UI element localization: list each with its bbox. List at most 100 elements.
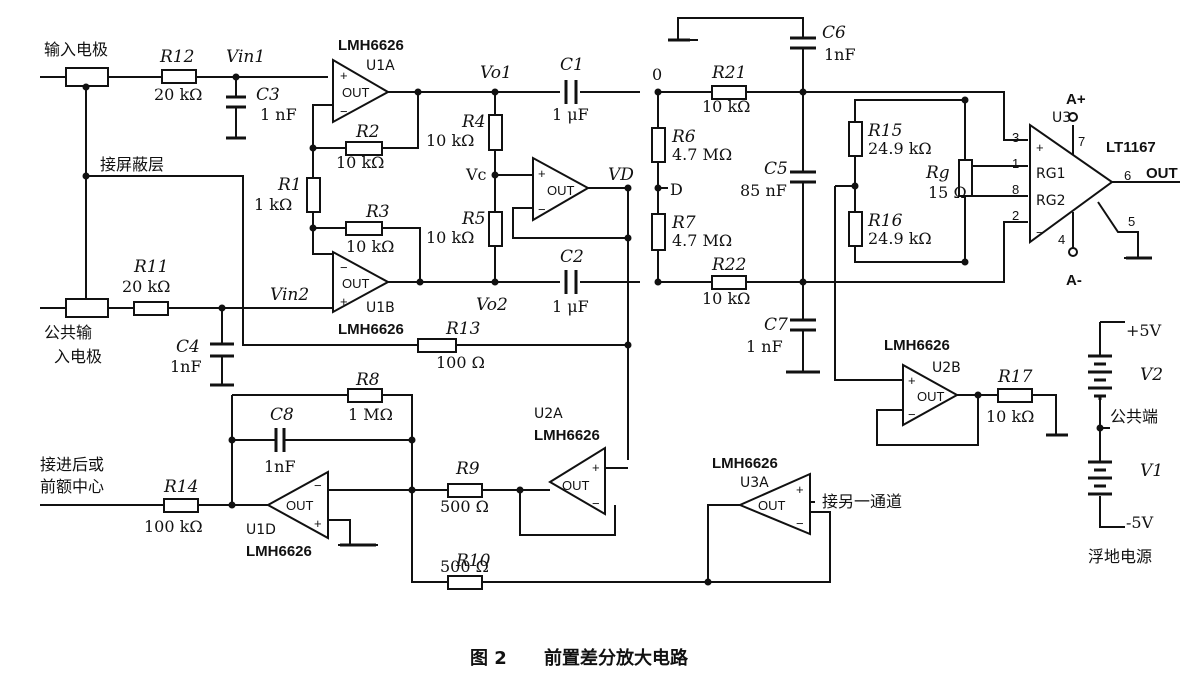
svg-text:−: − bbox=[592, 496, 600, 511]
svg-text:R11: R11 bbox=[133, 257, 168, 277]
svg-text:接另一通道: 接另一通道 bbox=[822, 492, 902, 511]
svg-text:−: − bbox=[314, 478, 322, 493]
svg-text:OUT: OUT bbox=[547, 183, 575, 198]
resistor-r2 bbox=[345, 141, 383, 156]
resistor-r21 bbox=[711, 85, 747, 100]
resistor-r12 bbox=[161, 69, 197, 84]
svg-text:1 nF: 1 nF bbox=[746, 337, 783, 356]
svg-text:U1B: U1B bbox=[366, 300, 395, 316]
pin-numbers: 3 1 8 2 7 4 6 5 bbox=[1012, 130, 1135, 247]
svg-text:−: − bbox=[908, 407, 916, 422]
svg-text:4: 4 bbox=[1058, 232, 1065, 247]
svg-text:A+: A+ bbox=[1066, 91, 1086, 108]
svg-text:OUT: OUT bbox=[286, 498, 314, 513]
svg-text:公共输: 公共输 bbox=[44, 323, 92, 342]
resistor-r1 bbox=[306, 177, 321, 213]
svg-text:接屏蔽层: 接屏蔽层 bbox=[100, 155, 164, 174]
svg-text:Vo1: Vo1 bbox=[480, 63, 512, 83]
svg-text:R1: R1 bbox=[277, 175, 302, 195]
svg-text:前置差分放大电路: 前置差分放大电路 bbox=[544, 647, 689, 669]
opamp-u1b bbox=[332, 250, 391, 314]
svg-text:Vin2: Vin2 bbox=[270, 285, 309, 305]
svg-text:1 nF: 1 nF bbox=[260, 105, 297, 124]
capacitor-c8 bbox=[274, 428, 286, 452]
svg-text:R12: R12 bbox=[159, 47, 194, 67]
svg-text:4.7 MΩ: 4.7 MΩ bbox=[672, 145, 732, 164]
resistor-r5 bbox=[488, 211, 503, 247]
svg-text:0: 0 bbox=[652, 65, 662, 84]
resistor-r16 bbox=[848, 211, 863, 247]
svg-text:R4: R4 bbox=[461, 112, 486, 132]
svg-text:10 kΩ: 10 kΩ bbox=[426, 228, 474, 247]
resistor-r11 bbox=[133, 301, 169, 316]
ground-symbols bbox=[210, 38, 1152, 547]
opamp-vd-buffer bbox=[532, 156, 591, 222]
svg-text:24.9 kΩ: 24.9 kΩ bbox=[868, 229, 932, 248]
svg-text:5: 5 bbox=[1128, 214, 1135, 229]
net-labels: Vin1 Vin2 Vo1 Vo2 Vc VD 0 D A+ A- bbox=[226, 47, 1086, 315]
svg-text:R17: R17 bbox=[997, 367, 1033, 387]
svg-text:20 kΩ: 20 kΩ bbox=[154, 85, 202, 104]
svg-text:LMH6626: LMH6626 bbox=[338, 37, 404, 54]
resistor-r6 bbox=[651, 127, 666, 163]
svg-text:D: D bbox=[670, 180, 683, 199]
svg-text:+: + bbox=[796, 482, 804, 497]
svg-text:Rg: Rg bbox=[925, 163, 950, 183]
amplifier-u3 bbox=[1029, 123, 1114, 244]
svg-text:R21: R21 bbox=[711, 63, 746, 83]
svg-text:LMH6626: LMH6626 bbox=[884, 337, 950, 354]
svg-text:1nF: 1nF bbox=[170, 357, 202, 376]
svg-text:10 kΩ: 10 kΩ bbox=[702, 97, 750, 116]
resistor-r15 bbox=[848, 121, 863, 157]
svg-text:U3A: U3A bbox=[740, 475, 769, 491]
svg-text:+: + bbox=[1036, 140, 1044, 155]
svg-text:OUT: OUT bbox=[562, 478, 590, 493]
svg-text:2: 2 bbox=[1012, 208, 1019, 223]
battery-v2 bbox=[1088, 354, 1112, 400]
svg-text:入电极: 入电极 bbox=[54, 347, 102, 366]
capacitor-c3 bbox=[226, 95, 246, 109]
common-input-electrode-connector bbox=[65, 298, 109, 318]
svg-text:7: 7 bbox=[1078, 134, 1085, 149]
wiring bbox=[40, 17, 1180, 583]
svg-text:OUT: OUT bbox=[1146, 165, 1178, 182]
svg-text:C7: C7 bbox=[764, 315, 788, 335]
svg-text:LMH6626: LMH6626 bbox=[534, 427, 600, 444]
svg-text:R7: R7 bbox=[671, 213, 696, 233]
figure-caption: 图 2 前置差分放大电路 bbox=[470, 647, 689, 669]
svg-text:R6: R6 bbox=[671, 127, 696, 147]
svg-text:R14: R14 bbox=[163, 477, 198, 497]
input-electrode-connector bbox=[65, 67, 109, 87]
capacitor-c2 bbox=[564, 270, 578, 294]
resistor-r14 bbox=[163, 498, 199, 513]
svg-text:R9: R9 bbox=[455, 459, 480, 479]
svg-text:浮地电源: 浮地电源 bbox=[1088, 547, 1152, 566]
svg-text:+: + bbox=[314, 516, 322, 531]
svg-text:500 Ω: 500 Ω bbox=[440, 557, 489, 576]
svg-text:U3: U3 bbox=[1052, 110, 1071, 126]
svg-text:U2B: U2B bbox=[932, 360, 961, 376]
svg-text:公共端: 公共端 bbox=[1110, 407, 1158, 426]
svg-text:−: − bbox=[1036, 225, 1044, 240]
svg-text:R13: R13 bbox=[445, 319, 480, 339]
capacitor-c5 bbox=[790, 170, 816, 184]
svg-text:V1: V1 bbox=[1140, 461, 1163, 481]
svg-text:R5: R5 bbox=[461, 209, 486, 229]
resistor-r9 bbox=[447, 483, 483, 498]
svg-text:10 kΩ: 10 kΩ bbox=[336, 153, 384, 172]
svg-text:R2: R2 bbox=[355, 122, 380, 142]
svg-text:C2: C2 bbox=[560, 247, 584, 267]
svg-text:RG1: RG1 bbox=[1036, 166, 1065, 182]
resistor-r17 bbox=[997, 388, 1033, 403]
svg-text:15 Ω: 15 Ω bbox=[928, 183, 967, 202]
svg-text:4.7 MΩ: 4.7 MΩ bbox=[672, 231, 732, 250]
svg-text:Vo2: Vo2 bbox=[476, 295, 508, 315]
svg-text:−: − bbox=[340, 260, 348, 275]
svg-text:OUT: OUT bbox=[758, 498, 786, 513]
opamp-u3a bbox=[737, 472, 811, 536]
svg-text:A-: A- bbox=[1066, 272, 1082, 289]
svg-text:-5V: -5V bbox=[1126, 513, 1154, 532]
svg-text:1: 1 bbox=[1012, 156, 1019, 171]
svg-text:85 nF: 85 nF bbox=[740, 181, 787, 200]
